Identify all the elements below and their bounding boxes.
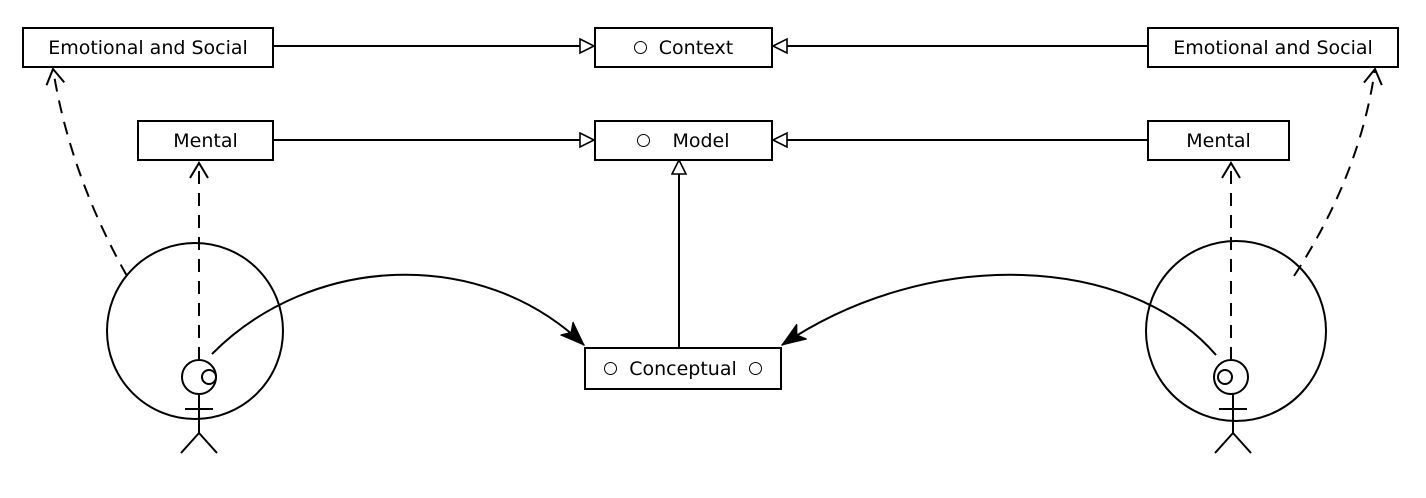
actor-right-icon (1213, 359, 1252, 454)
actor-right-scope-circle (1145, 240, 1327, 422)
actor-left-icon (180, 359, 218, 454)
port-circle-icon (637, 134, 651, 147)
node-emotional-social-right: Emotional and Social (1147, 27, 1399, 68)
node-mental-left: Mental (137, 120, 274, 161)
port-circle-icon (633, 41, 647, 54)
node-label: Emotional and Social (48, 36, 248, 59)
node-label: Context (658, 36, 734, 59)
node-conceptual: Conceptual (584, 347, 782, 390)
port-circle-icon (748, 362, 762, 375)
node-mental-right: Mental (1147, 120, 1290, 161)
edge-actor-right-to-conceptual (782, 273, 1217, 356)
node-label: Conceptual (629, 357, 737, 380)
node-label: Emotional and Social (1173, 36, 1373, 59)
actor-left-scope-circle (106, 242, 284, 420)
node-context: Context (594, 27, 773, 68)
node-emotional-social-left: Emotional and Social (22, 27, 274, 68)
node-model: Model (594, 120, 773, 161)
node-label: Model (672, 129, 730, 152)
node-label: Mental (173, 129, 238, 152)
edge-actor-left-to-conceptual (211, 273, 584, 355)
port-circle-icon (604, 362, 618, 375)
edge-actor-right-to-emotional (1293, 67, 1383, 277)
node-label: Mental (1186, 129, 1251, 152)
edge-actor-left-to-emotional (45, 67, 128, 277)
